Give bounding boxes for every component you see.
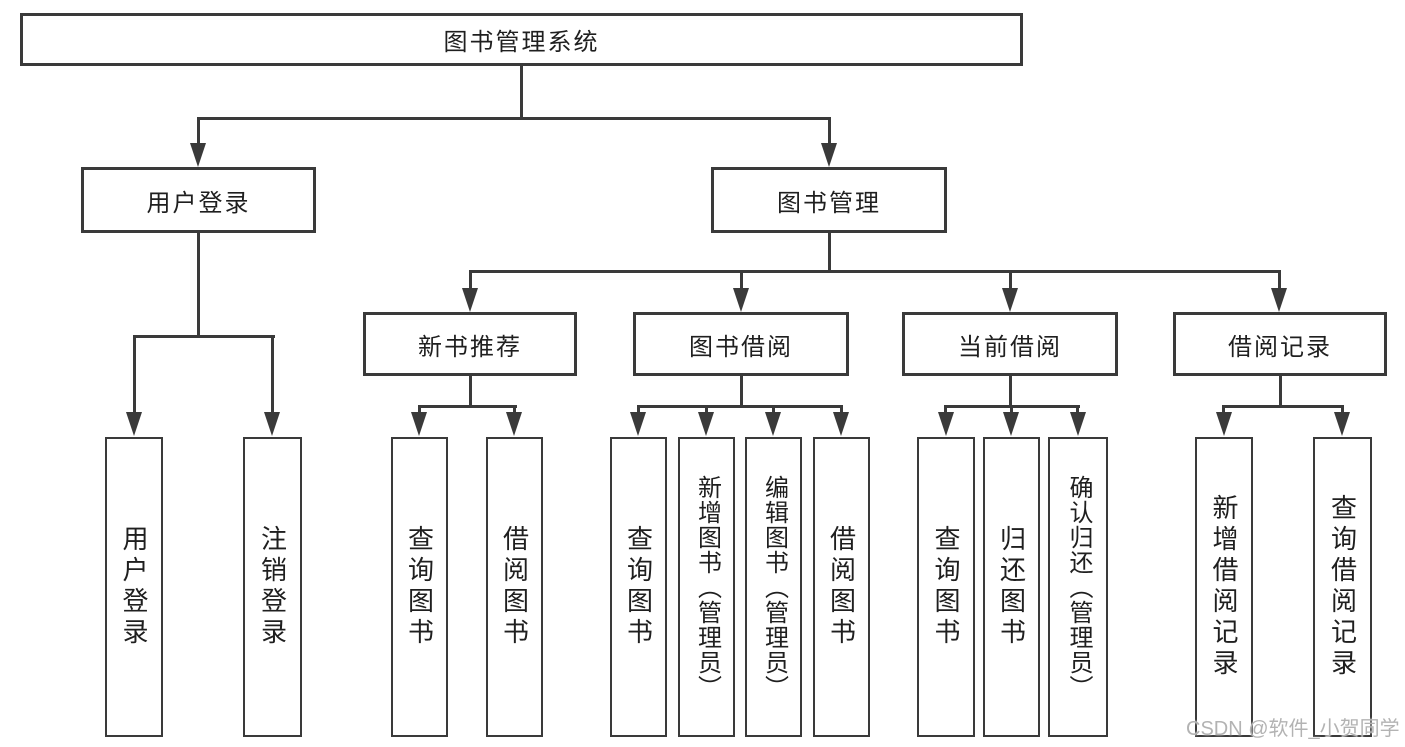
connector-level1-branch xyxy=(197,117,831,120)
leaf-br-add-record-label: 新增借阅记录 xyxy=(1209,494,1239,680)
connector-drop-user-login xyxy=(197,119,200,147)
arrowhead-leaf-user-login xyxy=(126,412,142,436)
leaf-bb-edit-books-admin-label: 编辑图书（管理员） xyxy=(760,474,788,700)
leaf-bb-borrow-books-label: 借阅图书 xyxy=(826,525,857,649)
leaf-bb-query-books: 查询图书 xyxy=(610,437,667,737)
leaf-cb-return-books: 归还图书 xyxy=(983,437,1040,737)
leaf-logout: 注销登录 xyxy=(243,437,302,737)
leaf-logout-label: 注销登录 xyxy=(257,525,288,649)
leaf-bb-add-books-admin: 新增图书（管理员） xyxy=(678,437,735,737)
connector-drop-new-book xyxy=(469,272,472,290)
arrowhead-bb-borrow xyxy=(833,412,849,436)
arrowhead-cb-return xyxy=(1003,412,1019,436)
connector-drop-borrow-records xyxy=(1278,272,1281,290)
leaf-cb-query-books: 查询图书 xyxy=(917,437,975,737)
node-book-borrow: 图书借阅 xyxy=(633,312,849,376)
connector-drop-bb-borrow xyxy=(840,407,843,415)
leaf-cb-confirm-return-admin-label: 确认归还（管理员） xyxy=(1065,474,1092,700)
connector-drop-nb-query xyxy=(418,407,421,415)
arrowhead-current-borrow xyxy=(1002,288,1018,312)
leaf-bb-edit-books-admin: 编辑图书（管理员） xyxy=(745,437,802,737)
leaf-br-query-record-label: 查询借阅记录 xyxy=(1327,494,1358,680)
node-book-borrow-label: 图书借阅 xyxy=(689,333,793,361)
connector-drop-book-borrow xyxy=(740,272,743,290)
connector-current-borrow-branch xyxy=(944,405,1080,408)
leaf-nb-query-books-label: 查询图书 xyxy=(404,525,435,649)
arrowhead-new-book xyxy=(462,288,478,312)
arrowhead-book-borrow xyxy=(733,288,749,312)
connector-drop-br-add xyxy=(1222,407,1225,415)
connector-book-borrow-trunk xyxy=(740,376,743,407)
leaf-br-query-record: 查询借阅记录 xyxy=(1313,437,1372,737)
node-borrow-records-label: 借阅记录 xyxy=(1228,333,1332,361)
node-user-login-label: 用户登录 xyxy=(146,189,251,217)
csdn-watermark: CSDN @软件_小贺同学 xyxy=(1186,718,1400,740)
arrowhead-cb-query xyxy=(938,412,954,436)
leaf-user-login: 用户登录 xyxy=(105,437,163,737)
connector-drop-leaf-user-login xyxy=(133,337,136,415)
leaf-br-add-record: 新增借阅记录 xyxy=(1195,437,1253,737)
connector-drop-nb-borrow xyxy=(513,407,516,415)
arrowhead-book-management xyxy=(821,143,837,167)
leaf-cb-confirm-return-admin: 确认归还（管理员） xyxy=(1048,437,1108,737)
node-root: 图书管理系统 xyxy=(20,13,1023,66)
leaf-cb-query-books-label: 查询图书 xyxy=(931,525,961,649)
leaf-user-login-label: 用户登录 xyxy=(119,525,149,649)
leaf-cb-return-books-label: 归还图书 xyxy=(996,525,1027,649)
leaf-nb-borrow-books: 借阅图书 xyxy=(486,437,543,737)
connector-drop-book-management xyxy=(828,119,831,147)
arrowhead-borrow-records xyxy=(1271,288,1287,312)
connector-drop-bb-add xyxy=(705,407,708,415)
connector-user-login-trunk xyxy=(197,233,200,337)
connector-level3-branch xyxy=(469,270,1281,273)
connector-drop-bb-edit xyxy=(772,407,775,415)
connector-new-book-branch xyxy=(418,405,517,408)
node-borrow-records: 借阅记录 xyxy=(1173,312,1387,376)
node-root-label: 图书管理系统 xyxy=(443,29,600,56)
connector-book-management-trunk xyxy=(828,233,831,272)
node-current-borrow: 当前借阅 xyxy=(902,312,1118,376)
node-book-management: 图书管理 xyxy=(711,167,947,233)
arrowhead-user-login xyxy=(190,143,206,167)
leaf-nb-borrow-books-label: 借阅图书 xyxy=(499,525,530,649)
connector-new-book-trunk xyxy=(469,376,472,407)
leaf-bb-add-books-admin-label: 新增图书（管理员） xyxy=(693,474,721,700)
connector-drop-bb-query xyxy=(637,407,640,415)
leaf-bb-borrow-books: 借阅图书 xyxy=(813,437,870,737)
connector-current-borrow-trunk xyxy=(1009,376,1012,407)
connector-drop-cb-confirm xyxy=(1076,407,1079,415)
arrowhead-leaf-logout xyxy=(264,412,280,436)
arrowhead-bb-edit xyxy=(765,412,781,436)
connector-drop-br-query xyxy=(1341,407,1344,415)
arrowhead-nb-query xyxy=(411,412,427,436)
connector-drop-cb-query xyxy=(944,407,947,415)
arrowhead-bb-query xyxy=(630,412,646,436)
connector-root-trunk xyxy=(520,64,523,119)
node-book-management-label: 图书管理 xyxy=(777,189,881,217)
connector-borrow-records-branch xyxy=(1222,405,1344,408)
connector-drop-current-borrow xyxy=(1009,272,1012,290)
connector-drop-cb-return xyxy=(1010,407,1013,415)
connector-book-borrow-branch xyxy=(637,405,843,408)
node-current-borrow-label: 当前借阅 xyxy=(958,333,1062,361)
connector-drop-leaf-logout xyxy=(271,337,274,415)
node-new-book-recommend: 新书推荐 xyxy=(363,312,577,376)
arrowhead-bb-add xyxy=(698,412,714,436)
arrowhead-br-add xyxy=(1216,412,1232,436)
leaf-bb-query-books-label: 查询图书 xyxy=(623,525,654,649)
connector-user-login-branch xyxy=(133,335,275,338)
node-user-login: 用户登录 xyxy=(81,167,316,233)
arrowhead-nb-borrow xyxy=(506,412,522,436)
arrowhead-br-query xyxy=(1334,412,1350,436)
arrowhead-cb-confirm xyxy=(1070,412,1086,436)
connector-borrow-records-trunk xyxy=(1279,376,1282,407)
node-new-book-recommend-label: 新书推荐 xyxy=(418,333,522,361)
leaf-nb-query-books: 查询图书 xyxy=(391,437,448,737)
